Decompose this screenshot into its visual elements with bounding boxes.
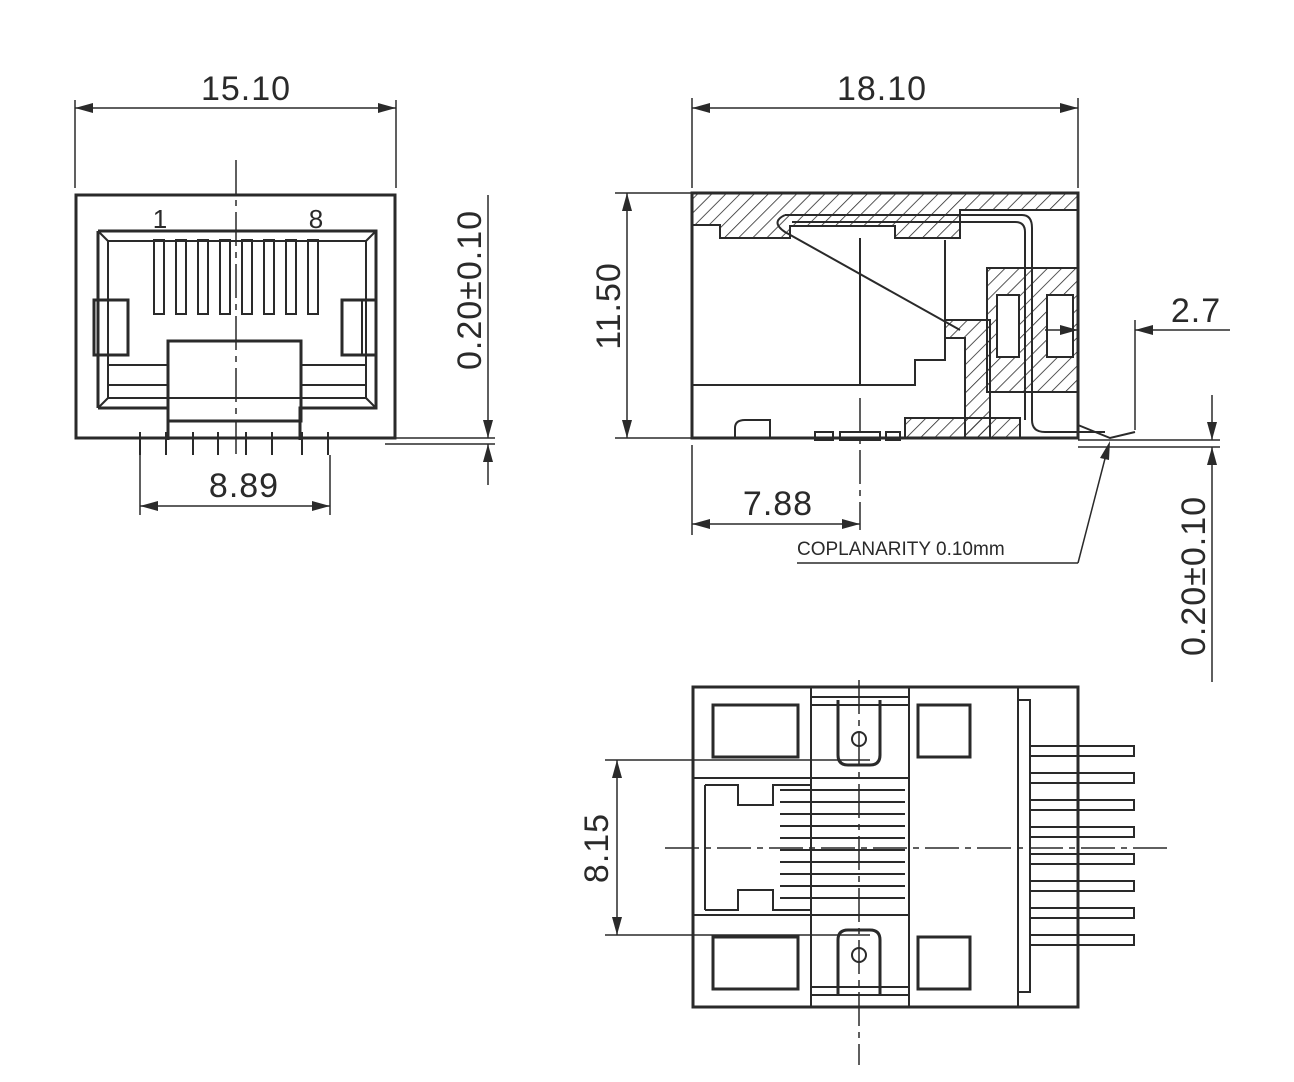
bottom-spacing-dim: 8.15 [578, 813, 616, 883]
side-view: 18.10 11.50 [590, 70, 1230, 682]
front-pitch-dim: 8.89 [209, 467, 279, 505]
pin-one-label: 1 [153, 204, 167, 234]
bottom-view: 8.15 [578, 680, 1170, 1065]
front-offset-dim: 0.20±0.10 [451, 210, 489, 370]
pin-eight-label: 8 [309, 204, 323, 234]
coplanarity-note: COPLANARITY 0.10mm [797, 539, 1005, 560]
front-contacts [153, 239, 319, 315]
side-length-dim: 18.10 [837, 70, 927, 108]
side-offset-dim: 0.20±0.10 [1175, 496, 1213, 656]
side-lead-dim: 2.7 [1171, 292, 1221, 330]
side-height-dim: 11.50 [590, 262, 628, 350]
front-leads [93, 432, 385, 455]
front-view: 15.10 1 8 [74, 70, 495, 515]
front-width-dim: 15.10 [201, 70, 291, 108]
bottom-leads [1029, 745, 1135, 946]
bottom-contacts [780, 789, 905, 899]
side-post-dim: 7.88 [743, 485, 813, 523]
